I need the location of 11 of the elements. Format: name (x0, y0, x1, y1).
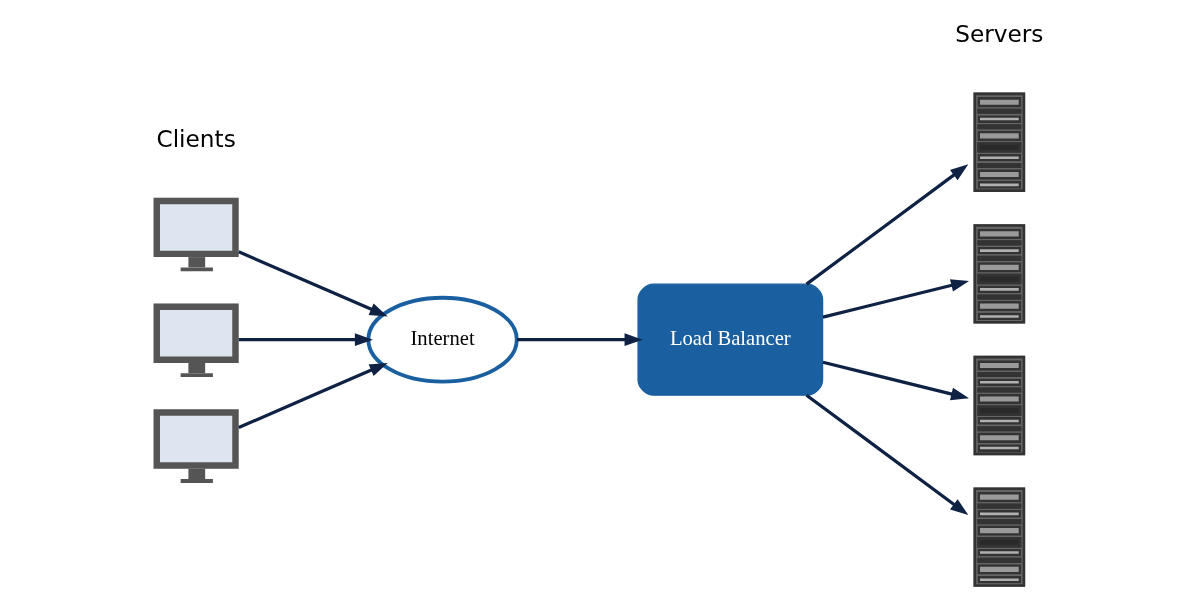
arrow (805, 393, 969, 516)
arrow (516, 333, 643, 346)
node-box: Load Balancer (637, 283, 824, 396)
arrow (822, 279, 970, 319)
arrow (238, 250, 388, 317)
arrow (238, 362, 388, 430)
arrow (238, 333, 373, 346)
label: Clients (156, 124, 236, 152)
arrow (805, 164, 969, 286)
label: Servers (955, 20, 1044, 48)
arrow (822, 360, 970, 401)
